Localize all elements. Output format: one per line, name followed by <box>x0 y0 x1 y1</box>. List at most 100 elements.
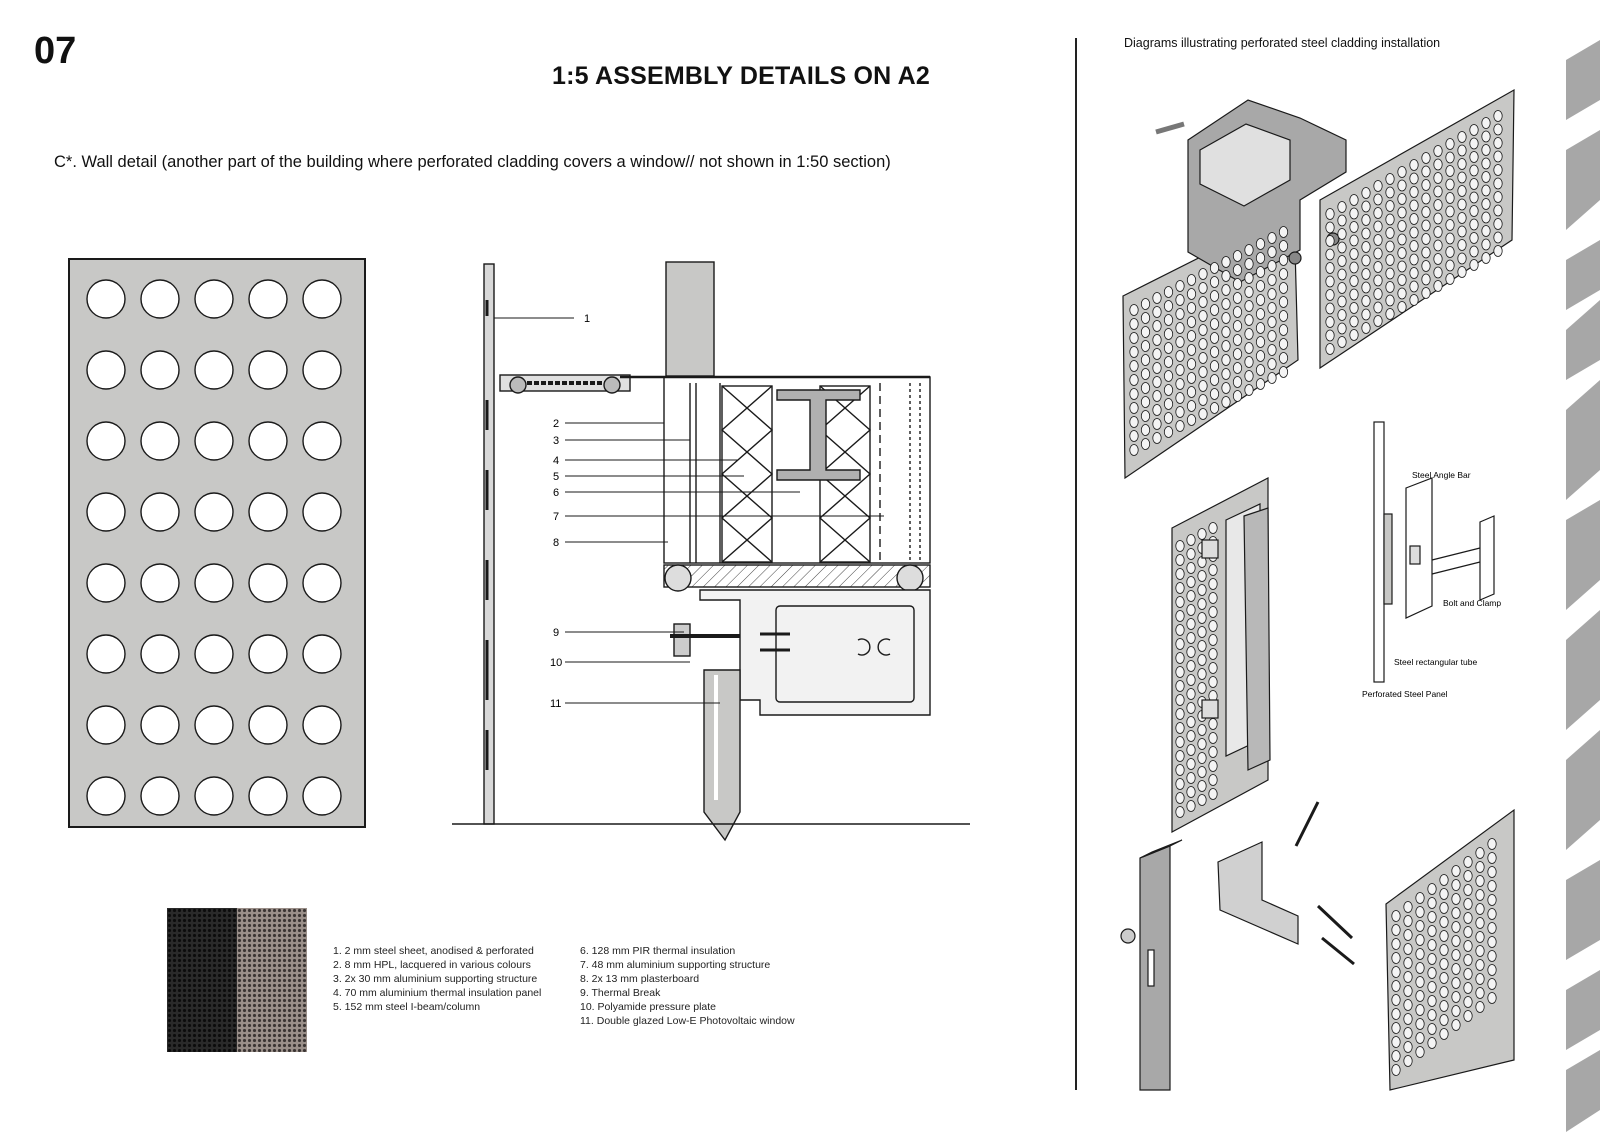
iso-hole <box>1451 865 1461 877</box>
iso-hole <box>1197 780 1207 792</box>
iso-hole <box>1481 198 1491 210</box>
iso-hole <box>1433 145 1443 157</box>
iso-hole <box>1415 962 1425 974</box>
iso-hole <box>1325 329 1335 342</box>
iso-hole <box>1175 308 1185 320</box>
iso-hole <box>1197 598 1207 610</box>
iso-hole <box>1152 306 1162 318</box>
iso-hole <box>1267 302 1277 314</box>
iso-hole <box>1433 280 1443 292</box>
panel-hole <box>86 634 126 674</box>
iso-hole <box>1361 227 1371 240</box>
iso-hole <box>1267 246 1277 258</box>
iso-hole <box>1163 426 1174 438</box>
iso-hole <box>1457 185 1467 197</box>
iso-hole <box>1361 308 1371 321</box>
panel-hole <box>194 705 234 745</box>
iso-hole <box>1244 356 1254 368</box>
iso-hole <box>1140 326 1151 338</box>
iso-hole <box>1463 954 1473 966</box>
iso-hole <box>1140 382 1151 394</box>
iso-hole <box>1232 362 1243 374</box>
label-panel: Perforated Steel Panel <box>1362 689 1448 699</box>
iso-hole <box>1385 227 1395 239</box>
legend-column-1: 1. 2 mm steel sheet, anodised & perforat… <box>333 944 541 1014</box>
iso-hole <box>1208 620 1218 632</box>
iso-hole <box>1409 172 1419 185</box>
iso-hole <box>1129 360 1139 372</box>
iso-hole <box>1469 245 1479 258</box>
legend-item: 9. Thermal Break <box>580 987 661 999</box>
iso-hole <box>1481 130 1491 143</box>
iso-hole <box>1451 963 1461 975</box>
panel-hole <box>86 279 126 319</box>
iso-hole <box>1361 214 1371 226</box>
iso-hole <box>1208 592 1218 604</box>
iso-hole <box>1391 994 1401 1006</box>
iso-hole <box>1244 328 1254 340</box>
iso-hole <box>1415 1046 1425 1058</box>
panel-hole <box>302 776 342 816</box>
iso-hole <box>1197 626 1207 638</box>
iso-hole <box>1373 288 1383 300</box>
iso-hole <box>1152 362 1162 374</box>
label-angle-bar: Steel Angle Bar <box>1412 470 1471 480</box>
iso-hole <box>1337 255 1347 267</box>
iso-hole <box>1475 945 1485 957</box>
iso-hole <box>1232 306 1243 318</box>
iso-hole <box>1451 1005 1461 1017</box>
iso-hole <box>1255 266 1266 278</box>
iso-hole <box>1232 250 1243 262</box>
iso-hole <box>1337 268 1347 281</box>
label-bolt-clamp: Bolt and Clamp <box>1443 598 1501 608</box>
iso-hole <box>1186 702 1196 714</box>
iso-hole <box>1433 212 1443 225</box>
material-sample-light <box>237 908 307 1052</box>
iso-hole <box>1140 298 1151 310</box>
iso-hole <box>1385 254 1395 266</box>
iso-hole <box>1475 931 1485 943</box>
iso-hole <box>1391 1036 1401 1048</box>
iso-hole <box>1198 366 1208 378</box>
iso-hole <box>1208 634 1218 646</box>
panel-hole <box>302 350 342 390</box>
iso-hole <box>1198 324 1208 336</box>
iso-hole <box>1186 344 1197 356</box>
panel-hole <box>140 279 180 319</box>
iso-hole <box>1186 274 1197 286</box>
legend-column-2: 6. 128 mm PIR thermal insulation 7. 48 m… <box>580 944 795 1028</box>
iso-hole <box>1445 165 1455 177</box>
iso-hole <box>1208 732 1218 744</box>
iso-hole <box>1439 902 1449 914</box>
iso-hole <box>1208 746 1218 758</box>
callout-number: 11 <box>550 698 561 710</box>
iso-hole <box>1163 300 1174 312</box>
iso-hole <box>1415 920 1425 932</box>
iso-hole <box>1385 267 1395 280</box>
iso-hole <box>1385 294 1395 307</box>
iso-hole <box>1244 342 1254 354</box>
iso-hole <box>1421 219 1431 232</box>
iso-hole <box>1361 295 1371 307</box>
iso-hole <box>1445 138 1455 150</box>
iso-hole <box>1325 289 1335 301</box>
iso-hole <box>1186 548 1196 560</box>
iso-hole <box>1129 430 1139 442</box>
iso-hole <box>1267 316 1277 328</box>
callout-number: 1 <box>584 313 590 325</box>
iso-hole <box>1209 360 1220 372</box>
iso-hole <box>1457 131 1467 143</box>
iso-hole <box>1487 950 1497 962</box>
iso-hole <box>1337 241 1347 254</box>
iso-hole <box>1439 1028 1449 1040</box>
iso-hole <box>1421 206 1431 218</box>
clip-panel-holes <box>1175 522 1218 818</box>
iso-hole <box>1278 240 1289 252</box>
iso-hole <box>1481 225 1491 237</box>
iso-hole <box>1349 234 1359 247</box>
iso-hole <box>1445 151 1455 164</box>
iso-hole <box>1197 752 1207 764</box>
legend-item: 4. 70 mm aluminium thermal insulation pa… <box>333 987 542 999</box>
callout-number: 2 <box>553 418 559 430</box>
iso-hole <box>1493 164 1503 176</box>
